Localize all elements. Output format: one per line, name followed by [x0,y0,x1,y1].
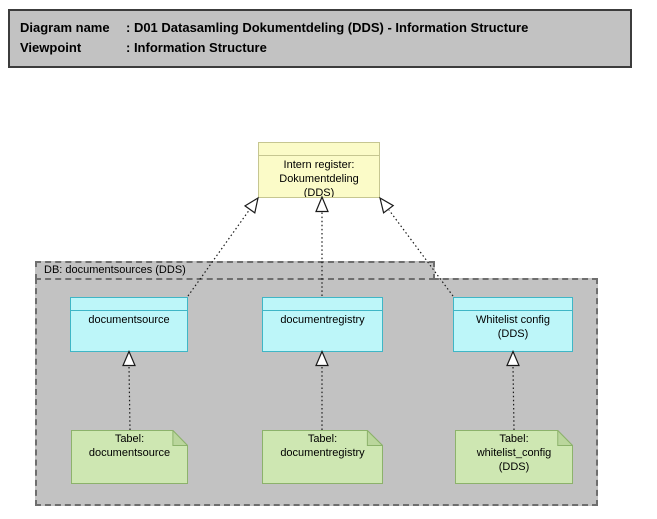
note-shape [71,430,188,484]
entity-documentregistry: documentregistry [262,297,383,352]
note-label: Tabel: documentsource [88,433,171,459]
package-title: DB: documentsources (DDS) [44,264,186,276]
object-top-compartment [259,143,379,156]
hollow-triangle-arrowhead [379,196,395,214]
note-shape [262,430,383,484]
note-tabel-whitelist-config: Tabel: whitelist_config (DDS) [455,430,573,484]
package-tab: DB: documentsources (DDS) [35,261,435,280]
note-tabel-documentsource: Tabel: documentsource [71,430,188,484]
entity-label: documentregistry [280,314,365,326]
folded-corner-icon [172,430,188,446]
note-shape [455,430,573,484]
business-object-intern-register: Intern register: Dokumentdeling (DDS) [258,142,380,198]
viewpoint-row: Viewpoint : Information Structure [20,38,620,58]
entity-top-compartment [263,298,382,311]
business-object-label: Intern register: Dokumentdeling (DDS) [279,159,359,198]
hollow-triangle-arrowhead [315,195,329,213]
note-tabel-documentregistry: Tabel: documentregistry [262,430,383,484]
entity-label: documentsource [88,314,170,326]
viewpoint-value: : Information Structure [126,40,267,55]
note-label: Tabel: whitelist_config (DDS) [476,433,552,473]
viewpoint-label: Viewpoint [20,40,82,55]
entity-documentsource: documentsource [70,297,188,352]
folded-corner-icon [366,430,383,446]
entity-top-compartment [71,298,187,311]
diagram-name-row: Diagram name : D01 Datasamling Dokumentd… [20,18,620,38]
diagram-name-label: Diagram name [20,20,110,35]
entity-label: Whitelist config (DDS) [476,314,550,340]
diagram-name-value: : D01 Datasamling Dokumentdeling (DDS) -… [126,20,529,35]
diagram-title-block: Diagram name : D01 Datasamling Dokumentd… [8,9,632,68]
hollow-triangle-arrowhead [243,196,259,214]
folded-corner-icon [557,430,573,446]
note-label: Tabel: documentregistry [280,433,365,459]
entity-top-compartment [454,298,572,311]
entity-whitelist-config: Whitelist config (DDS) [453,297,573,352]
